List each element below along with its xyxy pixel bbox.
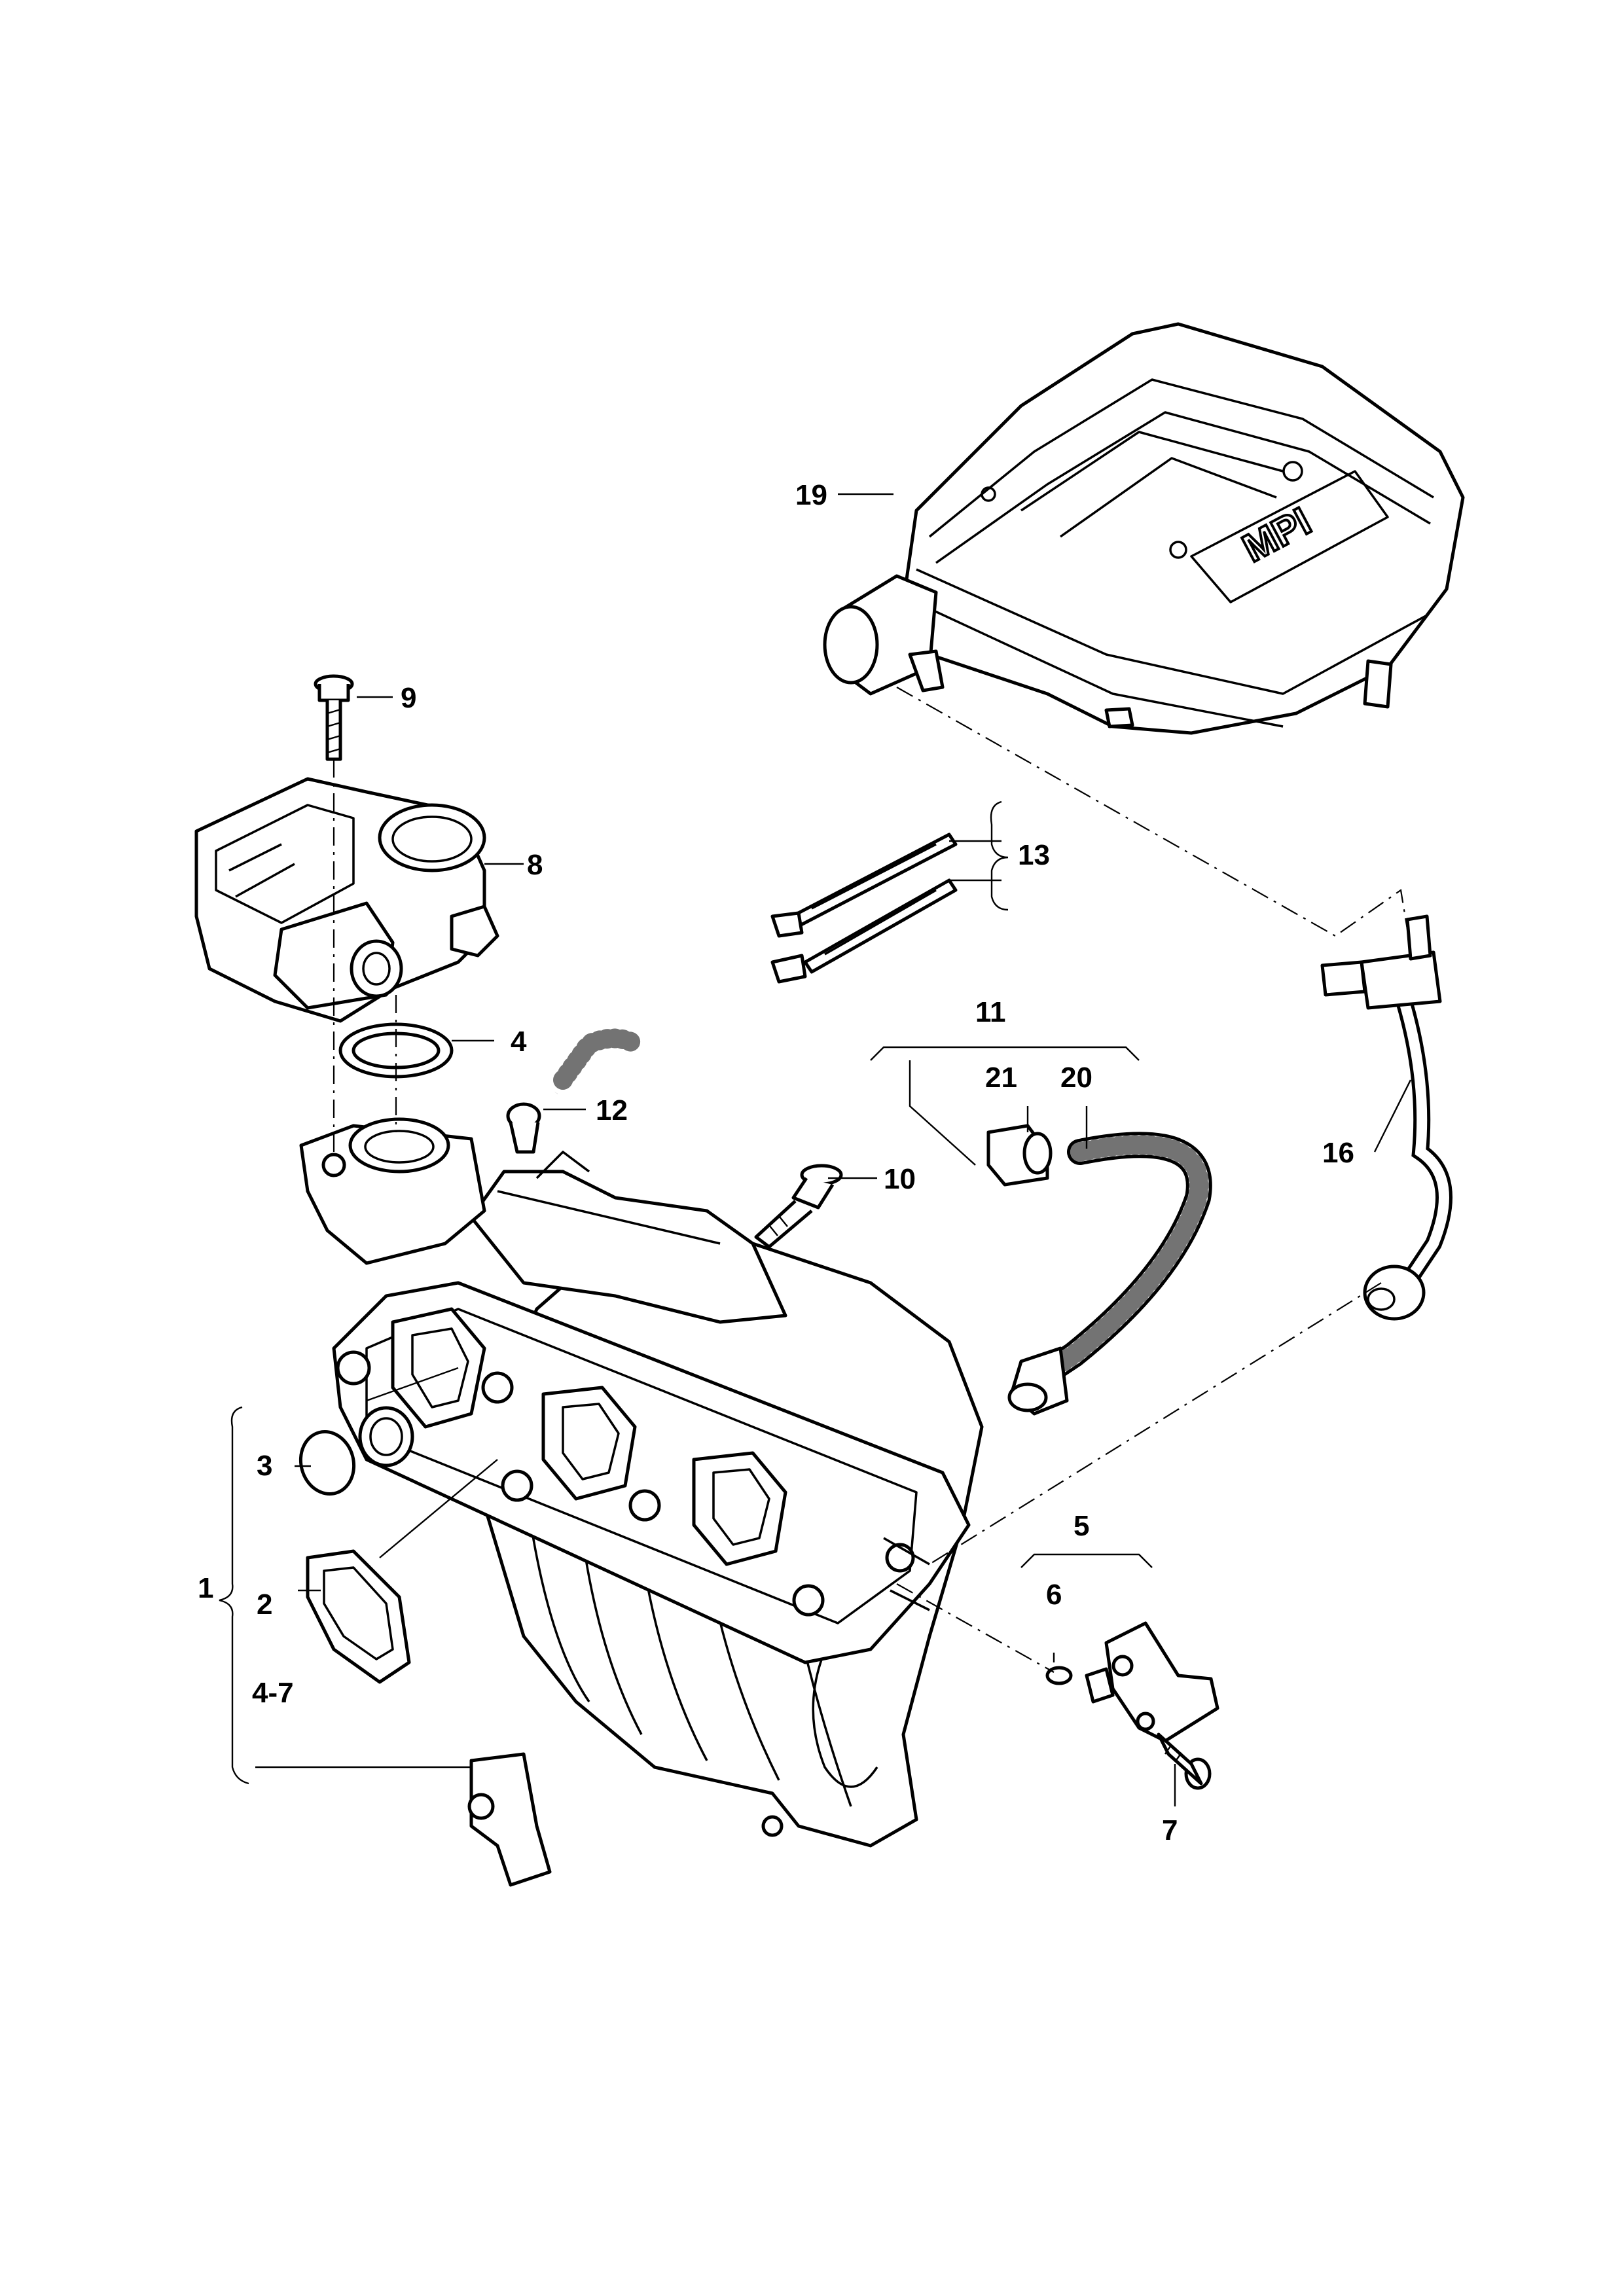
callout-5: 5 [1074, 1510, 1090, 1542]
gasket-part-2 [306, 1549, 411, 1684]
engine-cover-part-19: MPI [823, 322, 1465, 735]
bolt-part-7 [1157, 1732, 1212, 1790]
callout-16: 16 [1322, 1137, 1354, 1169]
connector-part-21 [986, 1124, 1053, 1187]
callout-1: 1 [198, 1572, 214, 1604]
leader-lines [219, 493, 1412, 1806]
bolt-part-10 [754, 1164, 843, 1249]
callout-4: 4 [511, 1026, 527, 1058]
throttle-body-part-8 [194, 777, 499, 1023]
callout-13: 13 [1018, 839, 1050, 871]
callout-11: 11 [975, 996, 1006, 1028]
intake-manifold-part-1 [299, 1117, 984, 1887]
assembly-center-lines [333, 687, 1409, 1673]
callout-21: 21 [985, 1062, 1017, 1094]
hose-part-20 [1007, 1132, 1212, 1416]
callout-12: 12 [596, 1094, 628, 1126]
breather-hose-part-11 [553, 1028, 977, 1168]
callout-19: 19 [795, 479, 827, 511]
callout-3: 3 [257, 1450, 273, 1482]
callout-20: 20 [1060, 1062, 1092, 1094]
o-ring-part-3 [298, 1429, 356, 1496]
cable-ties-part-13 [770, 833, 958, 984]
callout-4-7: 4-7 [252, 1677, 294, 1709]
callout-10: 10 [884, 1163, 916, 1195]
vent-pipe-part-16 [1320, 914, 1453, 1321]
callout-8: 8 [527, 849, 543, 881]
screw-part-9 [314, 674, 354, 761]
callout-6: 6 [1046, 1579, 1062, 1611]
callout-7: 7 [1162, 1814, 1178, 1846]
callout-2: 2 [257, 1588, 273, 1621]
sensor-part-5 [1085, 1621, 1219, 1743]
callout-9: 9 [401, 682, 417, 714]
clip-part-12 [506, 1102, 541, 1154]
